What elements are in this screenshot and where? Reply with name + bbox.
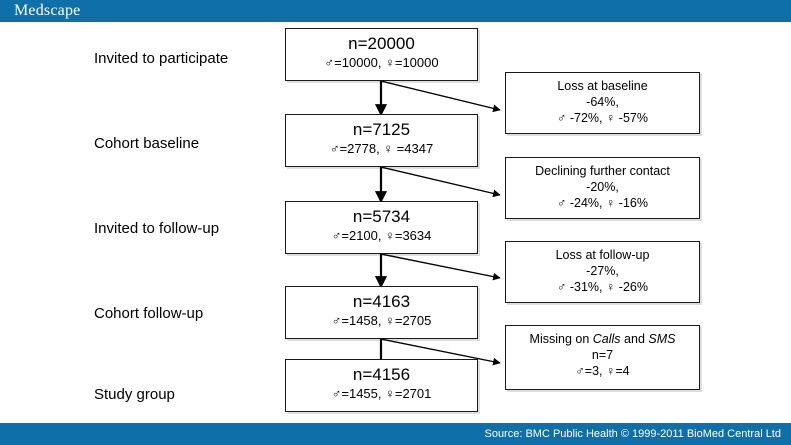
- flow-box-breakdown: ♂=2100, ♀=3634: [331, 228, 432, 243]
- attrition-box-loss-at-follow-up: Loss at follow-up -27%, ♂ -31%, ♀ -26%: [505, 241, 700, 303]
- flow-box-invited-to-follow-up: n=5734 ♂=2100, ♀=3634: [285, 201, 478, 254]
- flow-box-invited-to-participate: n=20000 ♂=10000, ♀=10000: [285, 28, 478, 81]
- flow-box-count: n=4163: [352, 292, 411, 311]
- flow-box-study-group: n=4156 ♂=1455, ♀=2701: [285, 359, 478, 412]
- attrition-breakdown: ♂=3, ♀=4: [575, 364, 630, 378]
- flow-box-breakdown: ♂=1458, ♀=2705: [331, 313, 432, 328]
- attrition-title-middle: and: [620, 332, 649, 346]
- attrition-box-declining-further-contact: Declining further contact -20%, ♂ -24%, …: [505, 157, 700, 219]
- attrition-breakdown: ♂ -72%, ♀ -57%: [556, 111, 648, 125]
- attrition-title: Declining further contact: [535, 164, 670, 178]
- attrition-box-loss-at-baseline: Loss at baseline -64%, ♂ -72%, ♀ -57%: [505, 72, 700, 134]
- flowchart-figure: Invited to participate Cohort baseline I…: [0, 22, 791, 423]
- flow-box-breakdown: ♂=2778, ♀ =4347: [329, 141, 434, 156]
- attrition-breakdown: ♂ -31%, ♀ -26%: [556, 280, 648, 294]
- attrition-title: Missing on Calls and SMS: [506, 331, 699, 347]
- attrition-total: -64%,: [586, 95, 619, 109]
- attrition-total: -27%,: [586, 264, 619, 278]
- attrition-total: -20%,: [586, 180, 619, 194]
- flow-box-count: n=7125: [352, 120, 411, 139]
- flow-box-cohort-follow-up: n=4163 ♂=1458, ♀=2705: [285, 286, 478, 339]
- attrition-title-prefix: Missing on: [529, 332, 593, 346]
- stage-label-cohort-follow-up: Cohort follow-up: [94, 305, 204, 322]
- flow-box-count: n=20000: [348, 34, 415, 53]
- flow-box-count: n=4156: [352, 365, 411, 384]
- attrition-title-italic-sms: SMS: [648, 332, 676, 346]
- stage-label-study-group: Study group: [94, 386, 175, 403]
- flow-box-breakdown: ♂=10000, ♀=10000: [324, 55, 439, 70]
- attrition-total: n=7: [591, 348, 614, 362]
- attrition-title: Loss at follow-up: [555, 248, 650, 262]
- flow-box-count: n=5734: [352, 207, 411, 226]
- stage-label-cohort-baseline: Cohort baseline: [94, 135, 200, 152]
- source-attribution: Source: BMC Public Health © 1999-2011 Bi…: [484, 428, 781, 440]
- medscape-header-bar: Medscape: [0, 0, 791, 22]
- stage-label-invited-to-participate: Invited to participate: [94, 50, 229, 67]
- attrition-breakdown: ♂ -24%, ♀ -16%: [556, 196, 648, 210]
- flow-box-cohort-baseline: n=7125 ♂=2778, ♀ =4347: [285, 114, 478, 167]
- attrition-title-italic-calls: Calls: [592, 332, 621, 346]
- medscape-logo: Medscape: [14, 2, 81, 19]
- attrition-box-missing-calls-sms: Missing on Calls and SMS n=7 ♂=3, ♀=4: [505, 325, 700, 390]
- attrition-title: Loss at baseline: [557, 79, 648, 93]
- stage-label-invited-to-follow-up: Invited to follow-up: [94, 220, 220, 237]
- flow-box-breakdown: ♂=1455, ♀=2701: [331, 386, 432, 401]
- source-footer-bar: Source: BMC Public Health © 1999-2011 Bi…: [0, 423, 791, 445]
